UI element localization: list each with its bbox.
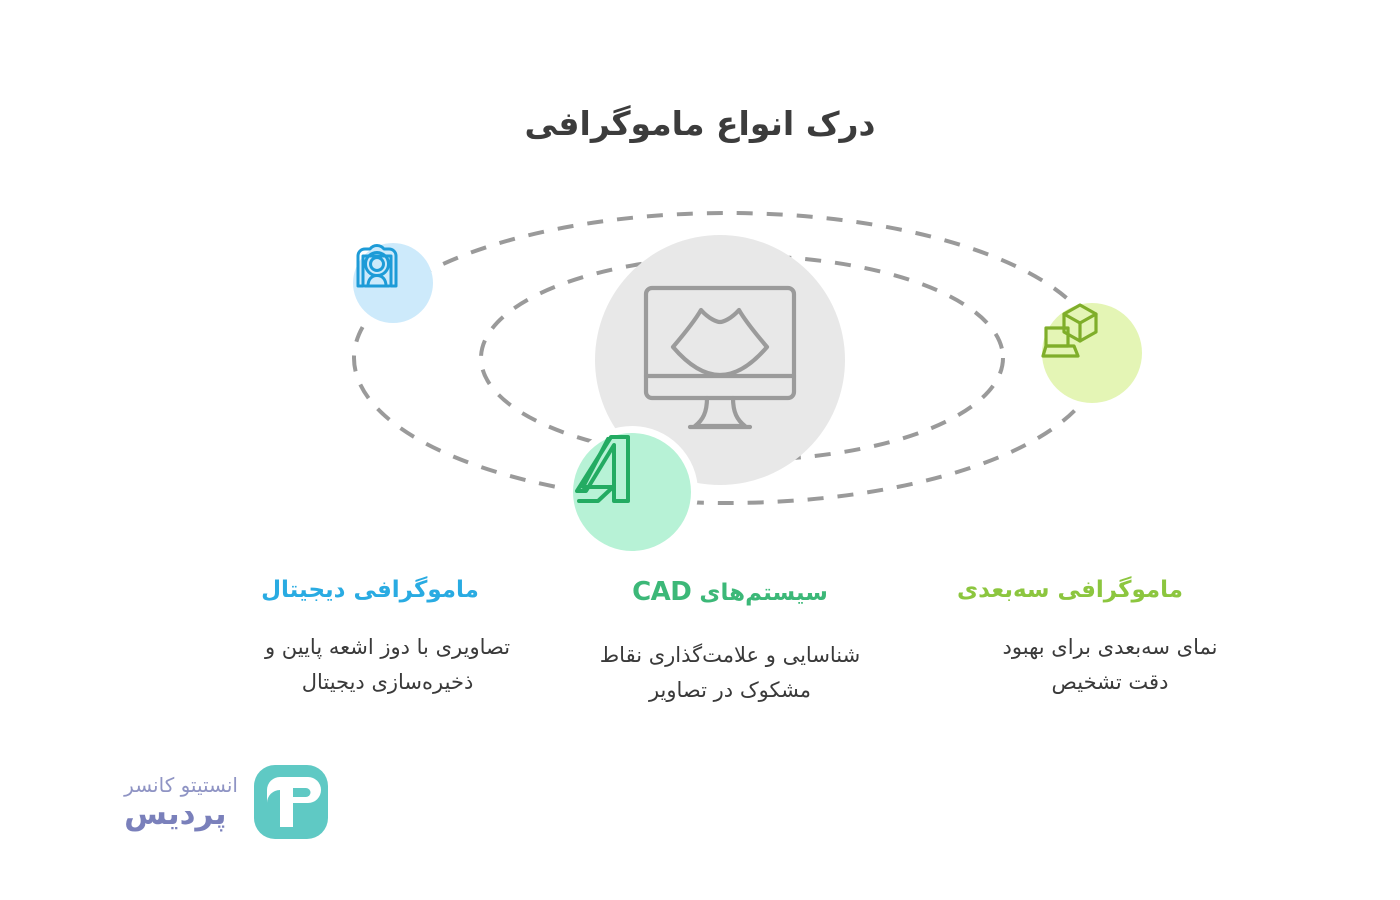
column-heading-cad-prefix: سیستم‌های	[699, 580, 828, 606]
column-body-cad: شناسایی و علامت‌گذاری نقاط مشکوک در تصاو…	[599, 643, 861, 702]
column-heading-3d: ماموگرافی سه‌بعدی	[957, 577, 1183, 603]
node-digital-scanner	[353, 243, 433, 323]
inner-orbit	[479, 254, 1005, 462]
brand-logo: انستیتو کانسر پردیس	[70, 752, 330, 852]
column-heading-cad: سیستم‌های CAD	[555, 575, 905, 610]
brand-subtitle: انستیتو کانسر	[124, 772, 238, 797]
page-title: درک انواع ماموگرافی	[524, 104, 876, 144]
pardis-p-logo-icon	[252, 763, 330, 841]
orbit-diagram	[330, 195, 1160, 570]
ct-scanner-icon	[356, 244, 398, 288]
column-cad-systems: سیستم‌های CAD شناسایی و علامت‌گذاری نقاط…	[555, 575, 905, 707]
node-cad-logo	[573, 433, 691, 551]
brand-name: پردیس	[124, 795, 227, 832]
autodesk-a-icon	[575, 435, 630, 503]
column-3d-mammography: ماموگرافی سه‌بعدی نمای سه‌بعدی برای بهبو…	[900, 575, 1240, 699]
brand-text: انستیتو کانسر پردیس	[124, 775, 238, 830]
description-columns: ماموگرافی سه‌بعدی نمای سه‌بعدی برای بهبو…	[0, 575, 1400, 775]
node-3d-cube	[1041, 303, 1142, 403]
column-body-digital: تصاویری با دوز اشعه پایین و ذخیره‌سازی د…	[264, 635, 511, 694]
cube-scanner-icon	[1041, 303, 1098, 358]
column-heading-digital: ماموگرافی دیجیتال	[261, 577, 479, 603]
column-body-3d: نمای سه‌بعدی برای بهبود دقت تشخیص	[1002, 635, 1218, 694]
column-digital-mammography: ماموگرافی دیجیتال تصاویری با دوز اشعه پا…	[215, 575, 525, 699]
column-heading-cad-tag: CAD	[632, 577, 692, 607]
ultrasound-monitor-icon	[643, 285, 797, 430]
